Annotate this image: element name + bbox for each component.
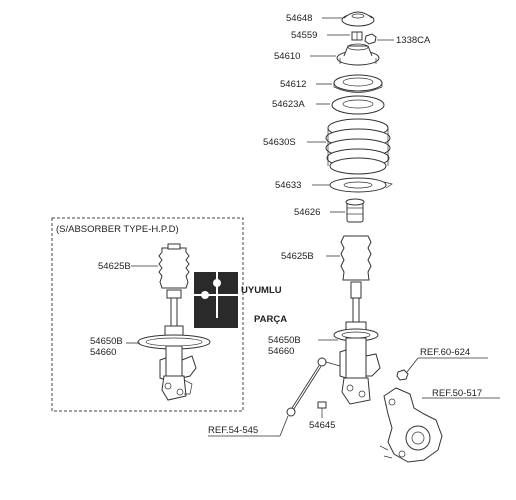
part-bump-stop [345, 198, 365, 223]
label-54612: 54612 [280, 79, 306, 90]
watermark-line1: UYUMLU [241, 285, 282, 296]
inset-bump-stop [166, 289, 182, 299]
label-54630S: 54630S [263, 137, 296, 148]
label-54645: 54645 [309, 420, 335, 431]
inset-strut [137, 297, 211, 401]
label-54625B: 54625B [281, 251, 314, 262]
puzzle-logo [194, 272, 238, 328]
part-coil-spring [325, 118, 391, 175]
label-54623A: 54623A [272, 99, 305, 110]
part-spring-pad [331, 95, 385, 115]
part-bolt [317, 401, 327, 414]
part-strut-mount [336, 43, 380, 66]
ref-50-517: REF.50-517 [432, 388, 482, 399]
label-54633: 54633 [275, 180, 301, 191]
part-stabilizer-link [286, 357, 341, 417]
ref-60-624: REF.60-624 [420, 347, 470, 358]
label-54610: 54610 [274, 51, 300, 62]
part-bearing [333, 74, 383, 93]
part-dust-boot [340, 235, 372, 281]
label-54660: 54660 [268, 346, 294, 357]
label-54626: 54626 [294, 207, 320, 218]
part-lower-spring-pad [329, 177, 393, 193]
inset-dust-boot [158, 243, 190, 289]
part-cap [341, 11, 375, 27]
watermark-line2: PARÇA [254, 314, 287, 325]
part-flange-nut [364, 33, 377, 45]
label-54648: 54648 [286, 13, 312, 24]
label-54559: 54559 [291, 30, 317, 41]
inset-border [51, 217, 244, 412]
part-nut [351, 31, 363, 41]
inset-label-54650B: 54650B [90, 336, 123, 347]
part-strut [333, 281, 381, 405]
inset-label-54660: 54660 [90, 347, 116, 358]
part-knuckle [379, 387, 443, 463]
inset-title: (S/ABSORBER TYPE-H.P.D) [56, 224, 179, 235]
label-54650B: 54650B [268, 335, 301, 346]
inset-label-54625B: 54625B [98, 261, 131, 272]
inset-panel: (S/ABSORBER TYPE-H.P.D) 54625B 54650 [51, 217, 244, 412]
part-ref-nut [396, 369, 409, 381]
label-1338CA: 1338CA [396, 35, 431, 46]
watermark: UYUMLU PARÇA [194, 272, 287, 328]
ref-54-545: REF.54-545 [208, 425, 258, 436]
